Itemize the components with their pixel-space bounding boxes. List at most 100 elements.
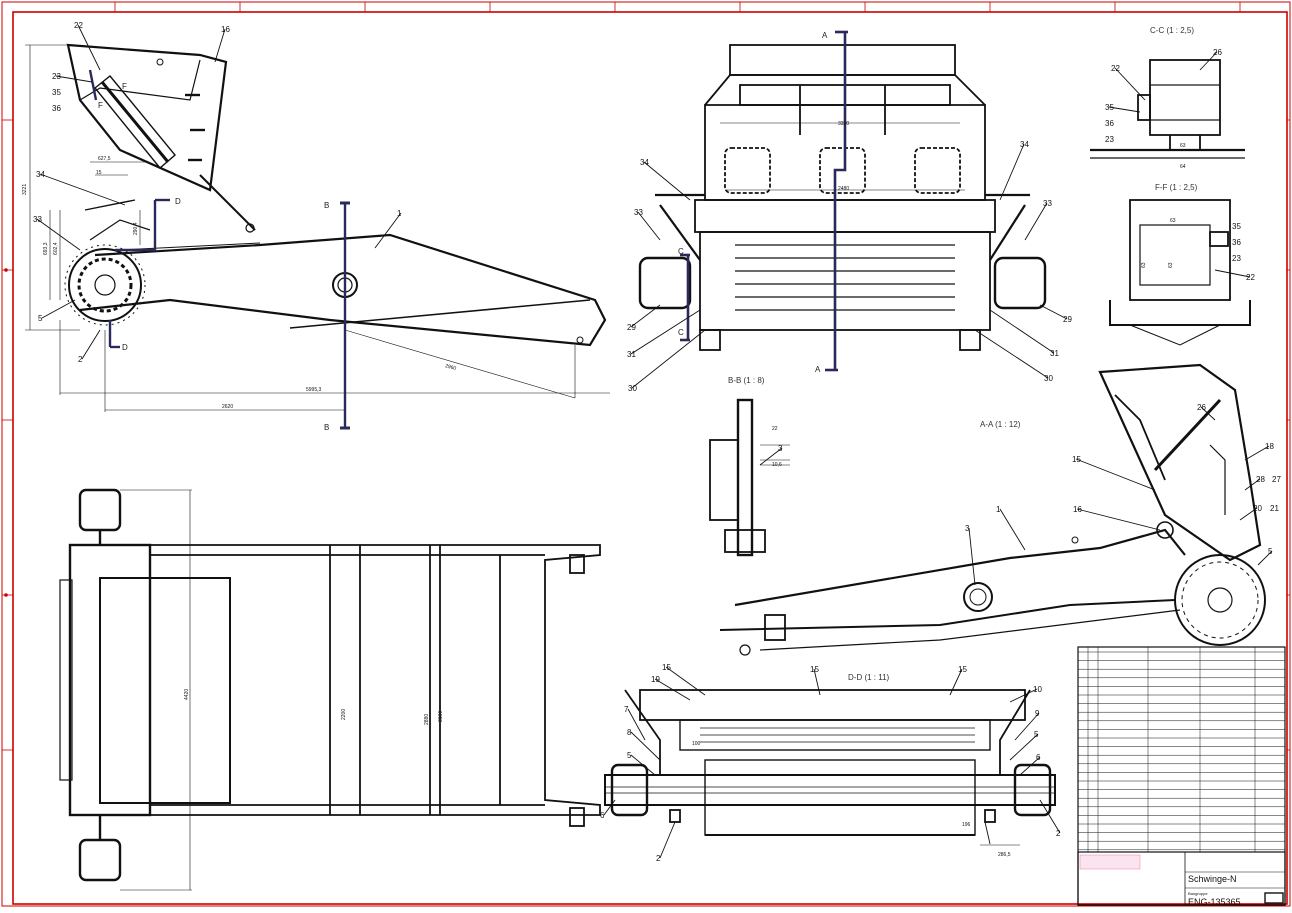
leader-line	[759, 447, 783, 466]
leader-line	[627, 708, 646, 741]
leader-line	[984, 821, 991, 845]
leader-line	[1108, 106, 1141, 113]
part-balloon-dd: 19	[651, 675, 660, 684]
part-balloon-aa: 20	[1253, 504, 1262, 513]
part-balloon-aa: 1	[996, 505, 1001, 514]
plan-view	[59, 488, 601, 891]
part-balloon-front: 29	[627, 323, 636, 332]
leader-line	[39, 173, 126, 206]
view-title-dd: D-D (1 : 11)	[848, 673, 890, 682]
part-balloon-dd: 8	[627, 728, 632, 737]
leader-line	[55, 75, 93, 83]
leader-line	[77, 24, 101, 71]
leader-line	[1009, 688, 1038, 703]
part-balloon-side: 1	[397, 209, 402, 218]
leader-line	[603, 799, 616, 816]
part-balloon-dd: 9	[1035, 709, 1040, 718]
dim-text: 10,6	[772, 462, 782, 468]
leader-line	[631, 329, 706, 389]
part-balloon-front: 34	[640, 158, 649, 167]
dim-text: 100	[692, 741, 701, 747]
leader-line	[999, 143, 1025, 201]
part-balloon-dd: 2	[1056, 829, 1061, 838]
leader-line	[81, 329, 101, 360]
part-balloon-front: 29	[1063, 315, 1072, 324]
leader-line	[1075, 458, 1156, 491]
leader-line	[1114, 67, 1146, 101]
view-bb	[709, 398, 790, 557]
part-balloon-side: 36	[52, 104, 61, 113]
leader-line	[1199, 51, 1218, 71]
part-balloon-aa: 15	[1072, 455, 1081, 464]
leader-line	[1244, 478, 1261, 491]
view-title-ff: F-F (1 : 2,5)	[1155, 183, 1198, 192]
leader-line	[630, 731, 661, 761]
part-balloon-side: 34	[36, 170, 45, 179]
part-balloon-side: 33	[33, 215, 42, 224]
part-balloon-side: 5	[38, 314, 43, 323]
leader-line	[1239, 507, 1258, 521]
part-balloon-front: 31	[627, 350, 636, 359]
part-balloon-cc: 36	[1105, 119, 1114, 128]
dim-text: 3320	[838, 121, 849, 127]
drawing-annotations: C-C (1 : 2,5)F-F (1 : 2,5)B-B (1 : 8)A-A…	[22, 21, 1281, 907]
cut-letter-b: B	[324, 201, 329, 210]
side-view	[25, 43, 610, 412]
part-balloon-ff: 36	[1232, 238, 1241, 247]
cut-letter-d: D	[175, 197, 181, 206]
part-balloon-aa: 5	[1268, 547, 1273, 556]
leader-line	[1076, 508, 1161, 531]
dim-text: 63	[1141, 262, 1147, 268]
leader-line	[1214, 269, 1251, 278]
leader-line	[989, 309, 1055, 354]
leader-line	[665, 666, 706, 696]
dim-text: 63	[1170, 218, 1176, 224]
part-balloon-dd: 5	[627, 751, 632, 760]
dim-text: 63	[1180, 143, 1186, 149]
part-balloon-aa: 28	[1256, 475, 1265, 484]
part-balloon-bb: 3	[778, 444, 783, 453]
view-ff	[1109, 199, 1251, 346]
side-section-lines	[88, 69, 350, 430]
part-balloon-aa: 21	[1270, 504, 1279, 513]
dim-text: 693,3	[43, 242, 49, 255]
front-section-lines	[680, 30, 848, 372]
leader-line	[1009, 733, 1039, 761]
dim-text: 22	[772, 426, 778, 432]
dim-text: 2620	[222, 404, 233, 410]
part-balloon-side: 2	[78, 355, 83, 364]
part-balloon-front: 30	[1044, 374, 1053, 383]
part-balloon-cc: 22	[1111, 64, 1120, 73]
part-balloon-dd: 15	[958, 665, 967, 674]
part-balloon-dd: 5	[1034, 730, 1039, 739]
leader-line	[1244, 445, 1270, 461]
leader-line	[1019, 756, 1041, 776]
leader-line	[643, 161, 691, 201]
part-balloon-cc: 35	[1105, 103, 1114, 112]
part-balloon-aa: 16	[1073, 505, 1082, 514]
title-block	[1077, 646, 1286, 906]
leader-line	[813, 668, 821, 696]
part-balloon-front: 30	[628, 384, 637, 393]
leader-line	[637, 211, 661, 241]
part-balloon-ff: 23	[1232, 254, 1241, 263]
cut-letter-a: A	[815, 365, 821, 374]
part-balloon-aa: 18	[1265, 442, 1274, 451]
part-balloon-cc: 26	[1213, 48, 1222, 57]
part-balloon-dd: 2	[656, 854, 661, 863]
leader-line	[630, 304, 661, 328]
view-title-cc: C-C (1 : 2,5)	[1150, 26, 1194, 35]
drawing-number: ENG-135365	[1188, 897, 1241, 907]
dim-text: 5995,3	[306, 387, 322, 393]
leader-line	[999, 508, 1026, 551]
leader-line	[1039, 799, 1061, 834]
leader-line	[630, 754, 656, 776]
leader-line	[36, 218, 81, 251]
dim-text: 2480	[838, 186, 849, 192]
cut-letter-b: B	[324, 423, 329, 432]
part-balloon-front: 31	[1050, 349, 1059, 358]
leader-line	[1014, 712, 1040, 741]
part-balloon-dd: 15	[810, 665, 819, 674]
